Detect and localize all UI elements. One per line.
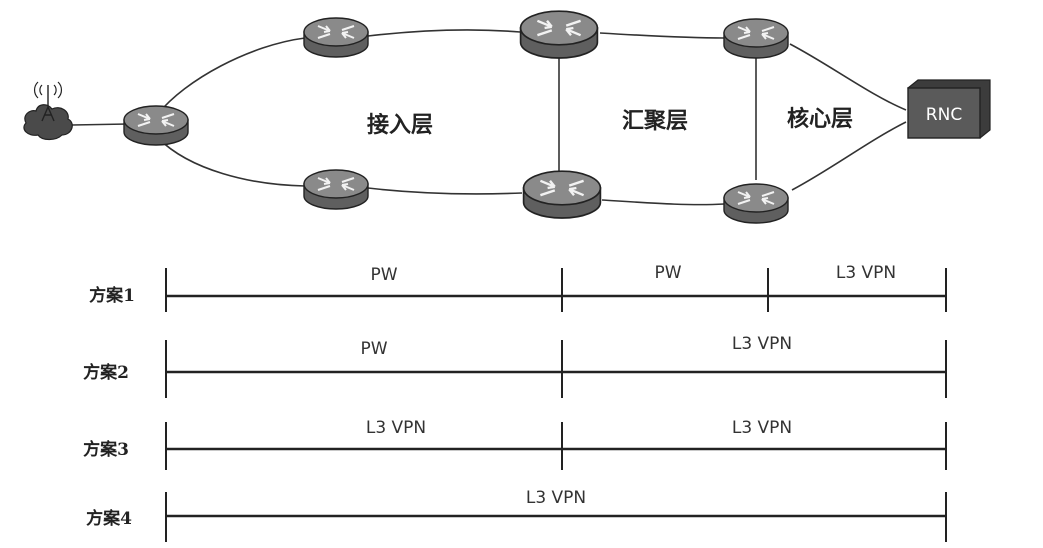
router-access — [123, 105, 189, 146]
segment-label: PW — [654, 263, 681, 283]
link-core-rnc-bottom — [791, 121, 907, 191]
router-icon — [303, 169, 369, 210]
router-icon — [123, 105, 189, 146]
router-icon — [723, 183, 789, 224]
router-icon — [723, 18, 789, 59]
scheme-row-2: 方案2 PW L3 VPN — [83, 334, 947, 398]
router-access-upper — [303, 17, 369, 58]
topology-links — [71, 29, 907, 206]
link-core-rnc-top — [789, 43, 907, 111]
scheme-row-4: 方案4 L3 VPN — [86, 488, 947, 542]
rnc-box-icon: RNC — [906, 79, 991, 139]
scheme-name: 方案2 — [83, 362, 129, 383]
scheme-name: 方案4 — [86, 508, 132, 529]
layer-label-core: 核心层 — [787, 106, 853, 132]
segment-label: PW — [360, 339, 387, 359]
link-lower-agg-bottom — [367, 187, 523, 195]
layer-label-access: 接入层 — [367, 112, 433, 138]
router-icon — [519, 9, 599, 60]
router-core-top — [723, 18, 789, 59]
base-station-icon — [23, 81, 73, 141]
router-access-lower — [303, 169, 369, 210]
segment-label: L3 VPN — [836, 263, 896, 283]
layer-label-aggregation: 汇聚层 — [622, 108, 688, 134]
link-access-lower — [157, 137, 306, 187]
link-upper-agg-top — [367, 29, 521, 37]
segment-label: L3 VPN — [732, 418, 792, 438]
segment-label: L3 VPN — [366, 418, 426, 438]
router-agg-bottom — [522, 169, 602, 220]
router-core-bottom — [723, 183, 789, 224]
scheme-row-1: 方案1 PW PW L3 VPN — [89, 263, 947, 312]
link-access-upper — [157, 37, 306, 115]
scheme-name: 方案3 — [83, 439, 129, 460]
rnc-label: RNC — [926, 105, 962, 125]
link-agg-core-top — [599, 32, 725, 39]
router-agg-top — [519, 9, 599, 60]
segment-label: PW — [370, 265, 397, 285]
router-icon — [522, 169, 602, 220]
scheme-name: 方案1 — [89, 285, 135, 306]
router-icon — [303, 17, 369, 58]
scheme-row-3: 方案3 L3 VPN L3 VPN — [83, 418, 947, 470]
link-bs-access — [71, 123, 129, 126]
segment-label: L3 VPN — [526, 488, 586, 508]
link-agg-core-bottom — [601, 199, 725, 206]
segment-label: L3 VPN — [732, 334, 792, 354]
